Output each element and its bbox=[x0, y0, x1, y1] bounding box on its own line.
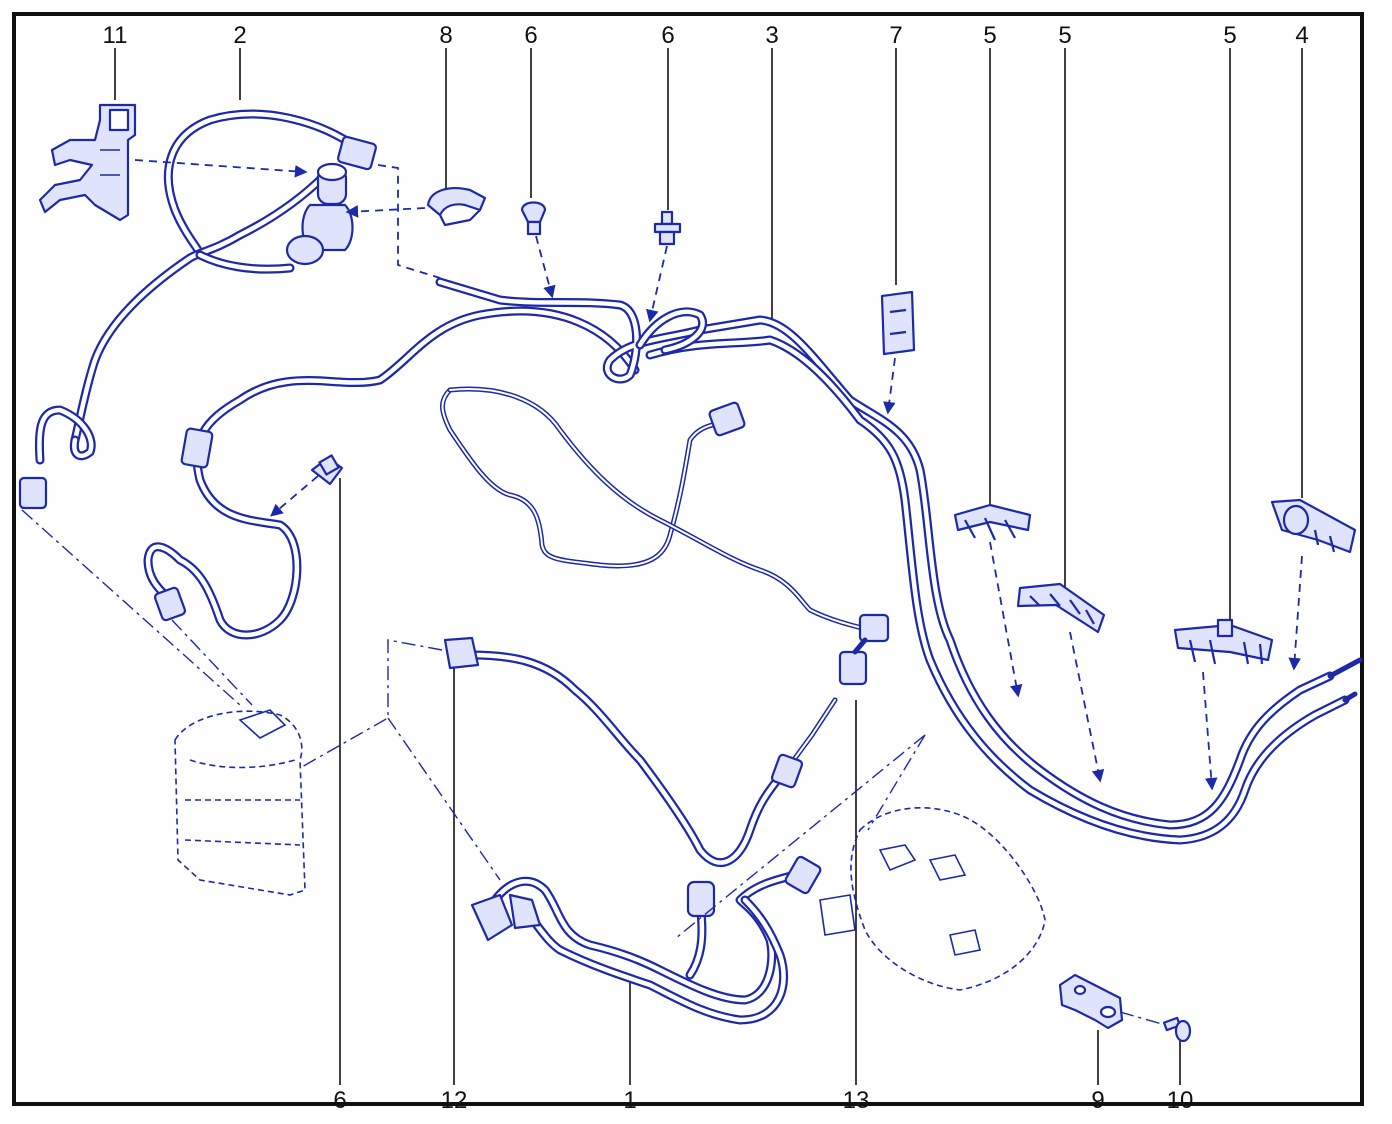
hose-assembly-3 bbox=[143, 277, 1350, 845]
bracket-11-icon bbox=[38, 103, 137, 222]
connector-13-icon bbox=[770, 613, 890, 789]
hose-assembly-2 bbox=[34, 109, 365, 465]
callout-12: 12 bbox=[441, 1087, 468, 1114]
hose-assembly-12 bbox=[465, 650, 838, 867]
push-rivet-6b-icon bbox=[653, 210, 682, 246]
hose-assembly-1 bbox=[490, 870, 800, 1025]
callout-4: 4 bbox=[1295, 22, 1308, 49]
clip-8-icon bbox=[426, 187, 487, 227]
callout-5c: 5 bbox=[1223, 22, 1236, 49]
connector-12-icon bbox=[443, 636, 480, 670]
callout-10: 10 bbox=[1167, 1087, 1194, 1114]
connector-left-icon bbox=[18, 401, 746, 622]
push-rivet-6a-icon bbox=[520, 201, 547, 236]
callout-11: 11 bbox=[103, 22, 128, 49]
injection-pump-icon bbox=[819, 807, 1046, 991]
callout-9: 9 bbox=[1091, 1087, 1104, 1114]
callout-6a: 6 bbox=[524, 22, 537, 49]
steel-lines bbox=[440, 386, 873, 633]
callout-6c: 6 bbox=[333, 1087, 346, 1114]
fuel-filter-sketch-icon bbox=[174, 709, 306, 896]
callout-5b: 5 bbox=[1058, 22, 1071, 49]
callout-7: 7 bbox=[889, 22, 902, 49]
fuel-filter-icon bbox=[285, 135, 377, 266]
clip-5b-icon bbox=[1016, 582, 1106, 634]
callout-3: 3 bbox=[765, 22, 778, 49]
connector-1-icon bbox=[470, 855, 822, 942]
callout-6b: 6 bbox=[661, 22, 674, 49]
callout-2: 2 bbox=[233, 22, 246, 49]
diagram-frame bbox=[12, 12, 1364, 1106]
bracket-plate-9-icon bbox=[1058, 973, 1124, 1030]
push-rivet-6c-icon bbox=[310, 454, 344, 486]
callout-8: 8 bbox=[439, 22, 452, 49]
callout-13: 13 bbox=[843, 1087, 870, 1114]
callout-1: 1 bbox=[623, 1087, 636, 1114]
clip-5c-icon bbox=[1173, 618, 1274, 665]
callout-labels: 11 2 8 6 6 3 7 5 5 5 4 6 12 1 13 9 10 bbox=[103, 22, 1309, 1114]
leader-lines bbox=[114, 48, 1303, 1085]
pipe-end-icon bbox=[1327, 657, 1363, 703]
clip-5a-icon bbox=[953, 503, 1032, 541]
assembly-lines bbox=[21, 159, 1303, 1025]
callout-5a: 5 bbox=[983, 22, 996, 49]
clip-7-icon bbox=[880, 290, 916, 356]
bracket-4-icon bbox=[1270, 498, 1357, 554]
screw-10-icon bbox=[1162, 1016, 1192, 1043]
